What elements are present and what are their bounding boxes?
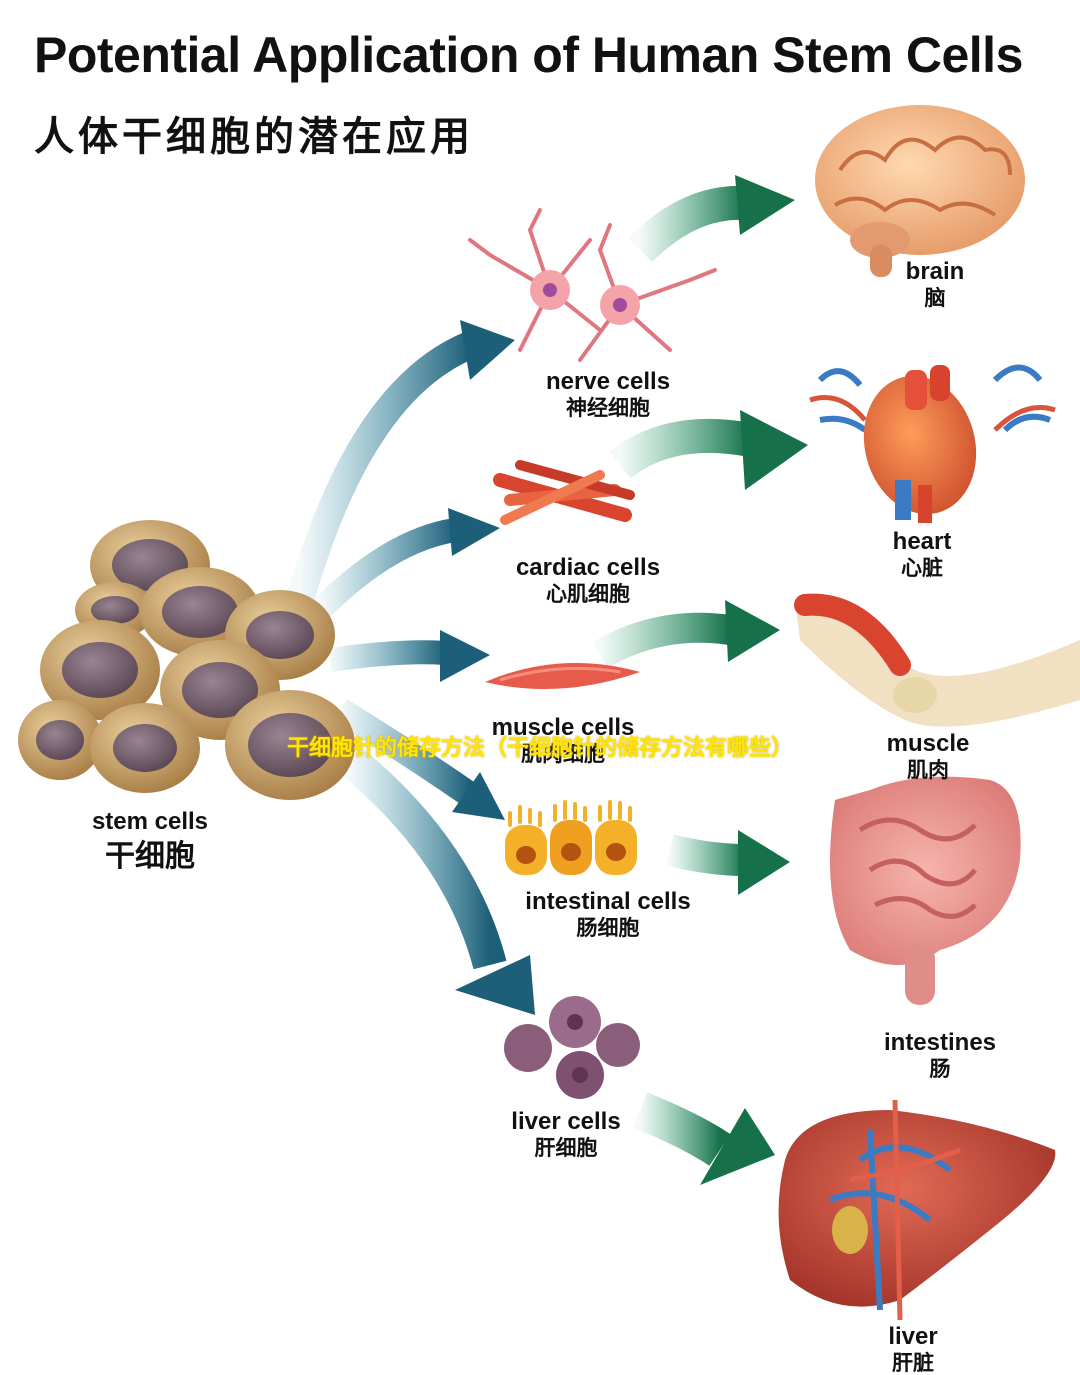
liver-cells-label: liver cells 肝细胞 [476, 1108, 656, 1160]
liver-cells-to-liver-arrow [632, 1092, 775, 1185]
liver-label-en: liver [888, 1323, 938, 1350]
diagram-title: Potential Application of Human Stem Cell… [34, 27, 1023, 83]
muscle-cells-label-zh: 肌肉细胞 [521, 741, 605, 766]
stem-to-intestinal-arrow [333, 698, 505, 820]
intestinal-cells-label: intestinal cells 肠细胞 [508, 888, 708, 940]
muscle-label: muscle 肌肉 [868, 730, 988, 782]
muscle-cells-illustration [485, 663, 640, 690]
brain-label: brain 脑 [875, 258, 995, 310]
muscle-cells-label: muscle cells 肌肉细胞 [473, 714, 653, 766]
heart-label-zh: 心脏 [901, 555, 943, 580]
stem-to-cardiac-arrow [311, 508, 500, 619]
intestines-label: intestines 肠 [870, 1029, 1010, 1081]
heart-label-en: heart [892, 528, 952, 555]
liver-label: liver 肝脏 [853, 1323, 973, 1375]
intestines-illustration [830, 776, 1021, 1005]
muscle-label-en: muscle [886, 730, 970, 757]
cardiac-to-heart-arrow [609, 410, 808, 490]
nerve-to-brain-arrow [627, 175, 795, 263]
stem-to-muscle-arrow [328, 630, 490, 682]
intestinal-cells-label-en: intestinal cells [525, 888, 691, 915]
stem-cells-cluster [18, 520, 355, 800]
stem-cells-label-en: stem cells [91, 808, 209, 835]
muscle-cells-label-en: muscle cells [491, 714, 635, 741]
muscle-organ-illustration [794, 593, 1080, 727]
diagram-subtitle: 人体干细胞的潜在应用 [34, 114, 474, 160]
cardiac-cells-label-en: cardiac cells [515, 554, 661, 581]
intestines-label-zh: 肠 [929, 1056, 951, 1081]
heart-illustration [809, 364, 1056, 523]
heart-label: heart 心脏 [862, 528, 982, 580]
cardiac-cells-label-zh: 心肌细胞 [546, 581, 630, 606]
nerve-cells-illustration [468, 208, 717, 362]
nerve-cells-label-zh: 神经细胞 [566, 395, 650, 420]
liver-cells-illustration [504, 996, 640, 1099]
intestinal-to-intestines-arrow [666, 830, 790, 895]
liver-illustration [778, 1099, 1056, 1321]
liver-cells-label-en: liver cells [511, 1108, 621, 1135]
stem-cells-label: stem cells 干细胞 [70, 808, 230, 874]
cardiac-cells-label: cardiac cells 心肌细胞 [498, 554, 678, 606]
brain-label-en: brain [905, 258, 965, 285]
cardiac-cells-illustration [493, 460, 635, 525]
muscle-label-zh: 肌肉 [907, 757, 949, 782]
stem-to-liver-arrow [339, 746, 535, 1015]
nerve-cells-label-en: nerve cells [545, 368, 671, 395]
nerve-cells-label: nerve cells 神经细胞 [518, 368, 698, 420]
liver-cells-label-zh: 肝细胞 [534, 1135, 598, 1160]
overlay-caption: 干细胞针的储存方法（干细胞针的储存方法有哪些） [286, 736, 793, 761]
stem-cells-label-zh: 干细胞 [105, 838, 195, 874]
intestinal-cells-illustration [505, 800, 637, 875]
brain-label-zh: 脑 [924, 285, 946, 310]
stem-to-nerve-arrow [286, 320, 515, 614]
brain-illustration [815, 105, 1025, 277]
intestinal-cells-label-zh: 肠细胞 [576, 915, 640, 940]
intestines-label-en: intestines [883, 1029, 997, 1056]
muscle-to-muscle-arrow [592, 600, 780, 669]
liver-label-zh: 肝脏 [892, 1350, 934, 1375]
